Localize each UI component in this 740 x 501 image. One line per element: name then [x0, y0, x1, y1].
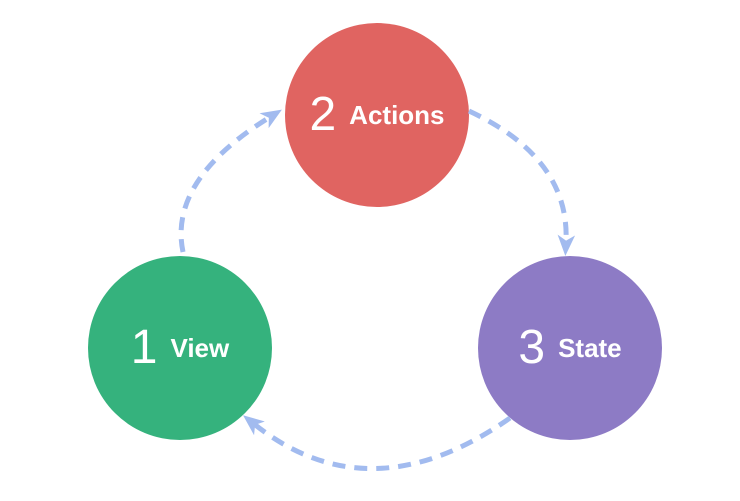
- arrow-view-to-actions: [178, 109, 282, 253]
- node-view-number: 1: [130, 321, 158, 374]
- node-view-label: View: [170, 332, 230, 363]
- arrow-actions-to-state: [467, 108, 576, 256]
- arrow-state-to-view: [243, 415, 512, 471]
- node-view: 1 View: [88, 256, 272, 440]
- node-state-label: State: [558, 332, 622, 363]
- node-actions-label: Actions: [349, 99, 445, 130]
- node-state-number: 3: [518, 321, 546, 374]
- node-actions-number: 2: [309, 88, 337, 141]
- node-state: 3 State: [478, 256, 662, 440]
- node-actions: 2 Actions: [285, 23, 469, 207]
